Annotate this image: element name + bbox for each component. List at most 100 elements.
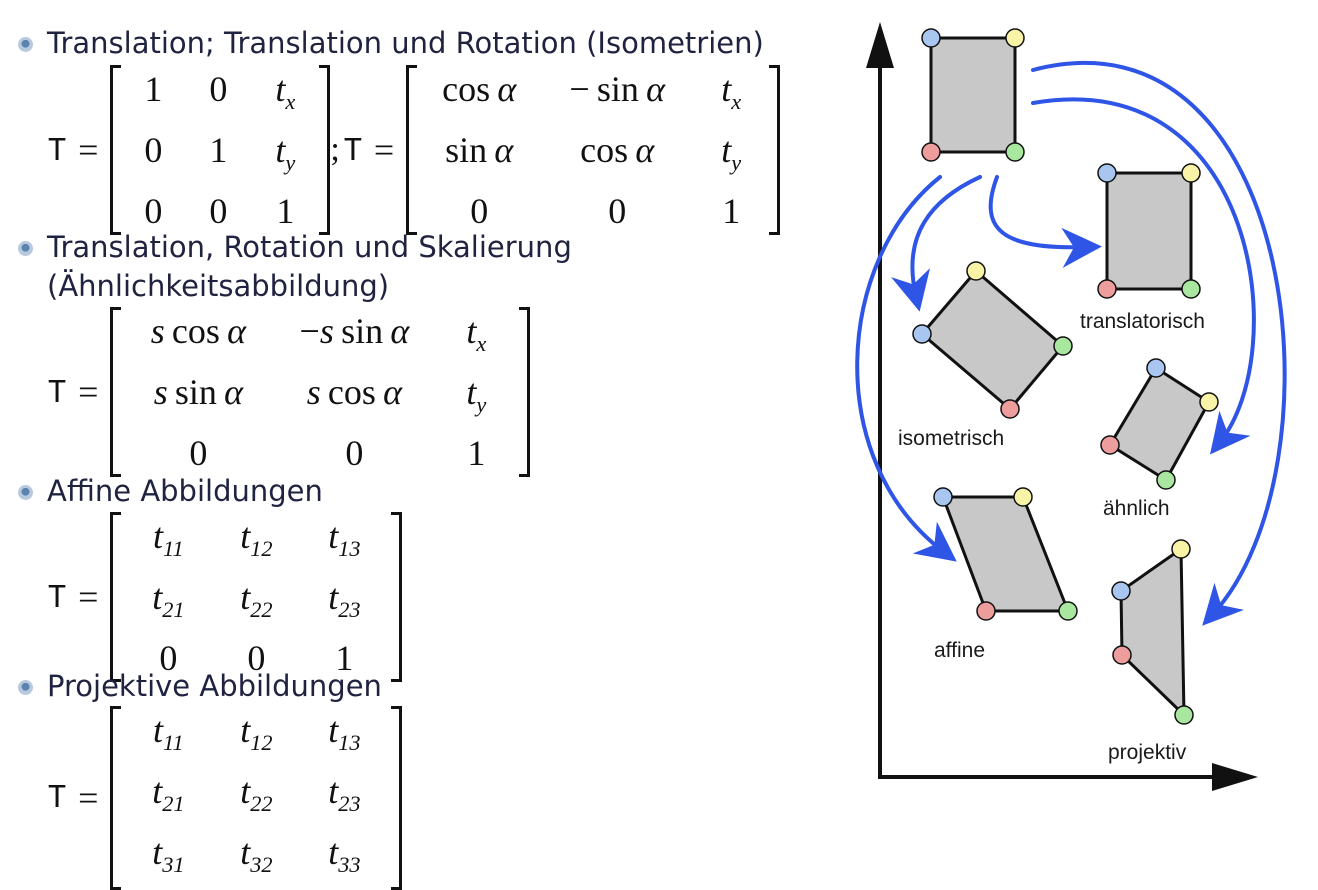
corner-markers (912, 28, 1219, 725)
matrix-cell-r1c2: − sin α (569, 69, 666, 109)
matrix-translation: 1 0 tx 0 1 ty 0 0 1 (110, 65, 331, 236)
corner-blue-icon (1146, 358, 1166, 378)
matrix-cell-r3c1: 0 (189, 433, 208, 474)
matrix-cell-r1c1: cos α (442, 69, 517, 109)
corner-red-icon (976, 601, 996, 621)
y-axis-arrowhead (866, 22, 894, 68)
matrix-cell-r1c3: tx (466, 311, 487, 357)
bullet-icon (18, 485, 33, 500)
label-projective: projektiv (1108, 741, 1187, 764)
matrix-cell-r2c3: ty (466, 372, 487, 418)
shape-projective (1119, 547, 1186, 717)
bullet-icon (18, 680, 33, 695)
matrix-cell-r3c3: 1 (722, 191, 741, 232)
label-translational: translatorisch (1080, 310, 1205, 333)
shape-original (929, 36, 1017, 154)
matrix-cell-r2c1: sin α (445, 130, 514, 171)
bullet-item-similarity: Translation, Rotation und Skalierung (Äh… (18, 228, 572, 306)
label-similar: ähnlich (1103, 497, 1170, 520)
arrow-to-translational (988, 175, 1102, 268)
matrix-cell-r3c2: 0 (345, 433, 364, 474)
matrix-cell-r2c1: 0 (144, 130, 163, 171)
heading-isometry: Translation; Translation und Rotation (I… (47, 24, 764, 63)
corner-red-icon (1097, 279, 1117, 299)
heading-similarity: Translation, Rotation und Skalierung (Äh… (47, 228, 572, 306)
heading-line: Translation; Translation und Rotation (I… (47, 26, 764, 60)
matrix-cell-r2c2: s cos α (306, 372, 403, 413)
matrix-cell-r3c2: t32 (240, 832, 273, 878)
corner-green-icon (1053, 336, 1073, 356)
matrix-cell-r3c1: 0 (144, 191, 163, 232)
matrix-symbol: T (48, 780, 67, 816)
corner-red-icon (921, 142, 941, 162)
corner-red-icon (1100, 435, 1120, 455)
matrix-cell-r2c3: t23 (328, 577, 361, 623)
diagram-svg: translatorisch isometrisch ähnlich affin… (855, 22, 1287, 791)
corner-yellow-icon (1013, 487, 1033, 507)
matrix-cell-r1c1: 1 (144, 69, 163, 109)
bullet-icon (18, 37, 33, 52)
matrix-cell-r1c1: t11 (153, 710, 184, 756)
corner-red-icon (1112, 645, 1132, 665)
equals-sign: = (78, 372, 99, 413)
matrix-cell-r1c2: t12 (240, 516, 273, 562)
bullet-item-projective: Projektive Abbildungen (18, 667, 382, 706)
matrix-cell-r3c3: 1 (276, 191, 295, 232)
matrix-cell-r1c2: 0 (209, 69, 228, 109)
matrix-cell-r1c2: t12 (240, 710, 273, 756)
label-affine: affine (934, 639, 985, 662)
matrix-symbol: T (48, 374, 67, 410)
equals-sign: = (78, 577, 99, 618)
matrix-cell-r3c1: 0 (470, 191, 489, 232)
corner-yellow-icon (1171, 539, 1191, 559)
matrix-cell-r3c2: 0 (209, 191, 228, 232)
bullet-item-affine: Affine Abbildungen (18, 472, 323, 511)
corner-yellow-icon (1005, 28, 1025, 48)
heading-line: Translation, Rotation und Skalierung (47, 230, 572, 264)
matrix-cell-r2c2: t22 (240, 771, 273, 817)
corner-green-icon (1181, 279, 1201, 299)
equals-sign: = (78, 130, 99, 171)
arrow-to-similar (1031, 97, 1256, 455)
matrix-cell-r3c3: t33 (328, 832, 361, 878)
x-axis-arrowhead (1212, 763, 1258, 791)
bullet-item-isometry: Translation; Translation und Rotation (I… (18, 24, 764, 63)
corner-yellow-icon (966, 261, 986, 281)
label-isometric: isometrisch (898, 427, 1004, 450)
heading-line: (Ähnlichkeitsabbildung) (47, 269, 390, 303)
corner-yellow-icon (1181, 163, 1201, 183)
matrix-cell-r2c3: t23 (328, 771, 361, 817)
corner-blue-icon (1111, 581, 1131, 601)
formula-panel: Translation; Translation und Rotation (I… (18, 24, 781, 890)
matrix-cell-r1c3: t13 (328, 516, 361, 562)
matrix-cell-r1c3: tx (275, 69, 296, 115)
matrix-cell-r2c1: t21 (152, 577, 185, 623)
matrix-cell-r1c3: tx (721, 69, 742, 115)
matrix-cell-r2c3: ty (275, 130, 296, 176)
corner-yellow-icon (1199, 392, 1219, 412)
matrix-cell-r3c3: 1 (467, 433, 486, 474)
transform-arrows (855, 60, 1287, 626)
matrix-cell-r2c3: ty (721, 130, 742, 176)
matrix-cell-r2c2: 1 (209, 130, 228, 171)
matrix-cell-r3c2: 0 (608, 191, 627, 232)
arrow-to-affine (855, 175, 957, 562)
matrix-symbol: T (48, 579, 67, 615)
transformation-diagram: translatorisch isometrisch ähnlich affin… (820, 0, 1318, 846)
shape-similar (1108, 366, 1211, 482)
arrow-to-isometric (891, 175, 982, 312)
corner-green-icon (1174, 705, 1194, 725)
matrix-symbol: T (48, 132, 67, 168)
heading-line: Projektive Abbildungen (47, 669, 382, 703)
matrix-cell-r1c3: t13 (328, 710, 361, 756)
bullet-icon (18, 241, 33, 256)
corner-green-icon (1156, 470, 1176, 490)
matrix-symbol: T (343, 132, 362, 168)
